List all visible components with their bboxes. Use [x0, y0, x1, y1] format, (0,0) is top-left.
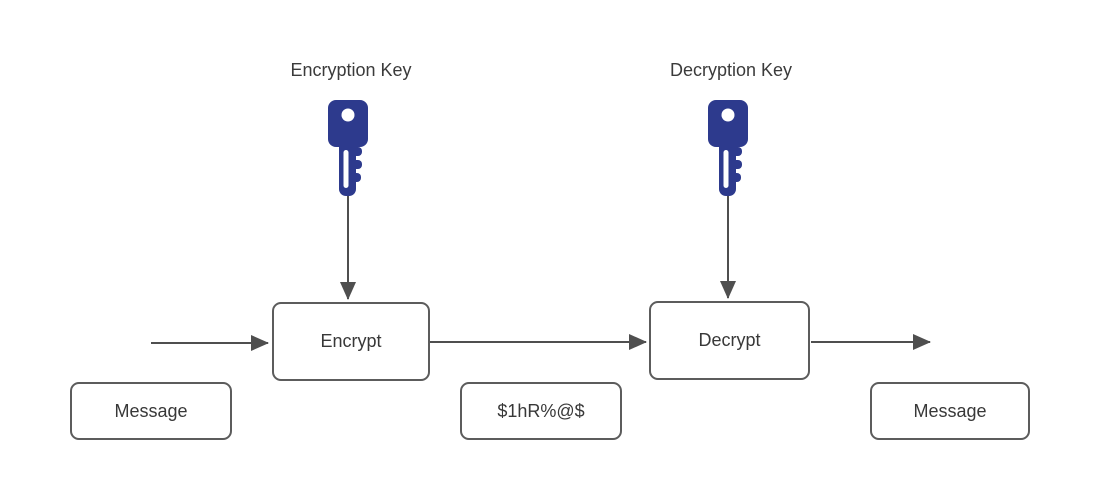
decrypt-node: Decrypt	[649, 301, 810, 380]
encryption-key-icon	[328, 100, 368, 196]
encrypt-node: Encrypt	[272, 302, 430, 381]
ciphertext-label: $1hR%@$	[497, 400, 585, 421]
encryption-key-label: Encryption Key	[290, 60, 412, 80]
decryption-key-label: Decryption Key	[669, 60, 793, 80]
message-output-label: Message	[913, 400, 987, 421]
message-output-node: Message	[870, 382, 1030, 440]
message-input-label: Message	[114, 400, 188, 421]
encrypt-node-label: Encrypt	[320, 331, 382, 351]
ciphertext-node: $1hR%@$	[460, 382, 622, 440]
decryption-key-icon	[708, 100, 748, 196]
message-input-node: Message	[70, 382, 232, 440]
decrypt-node-label: Decrypt	[698, 330, 761, 350]
